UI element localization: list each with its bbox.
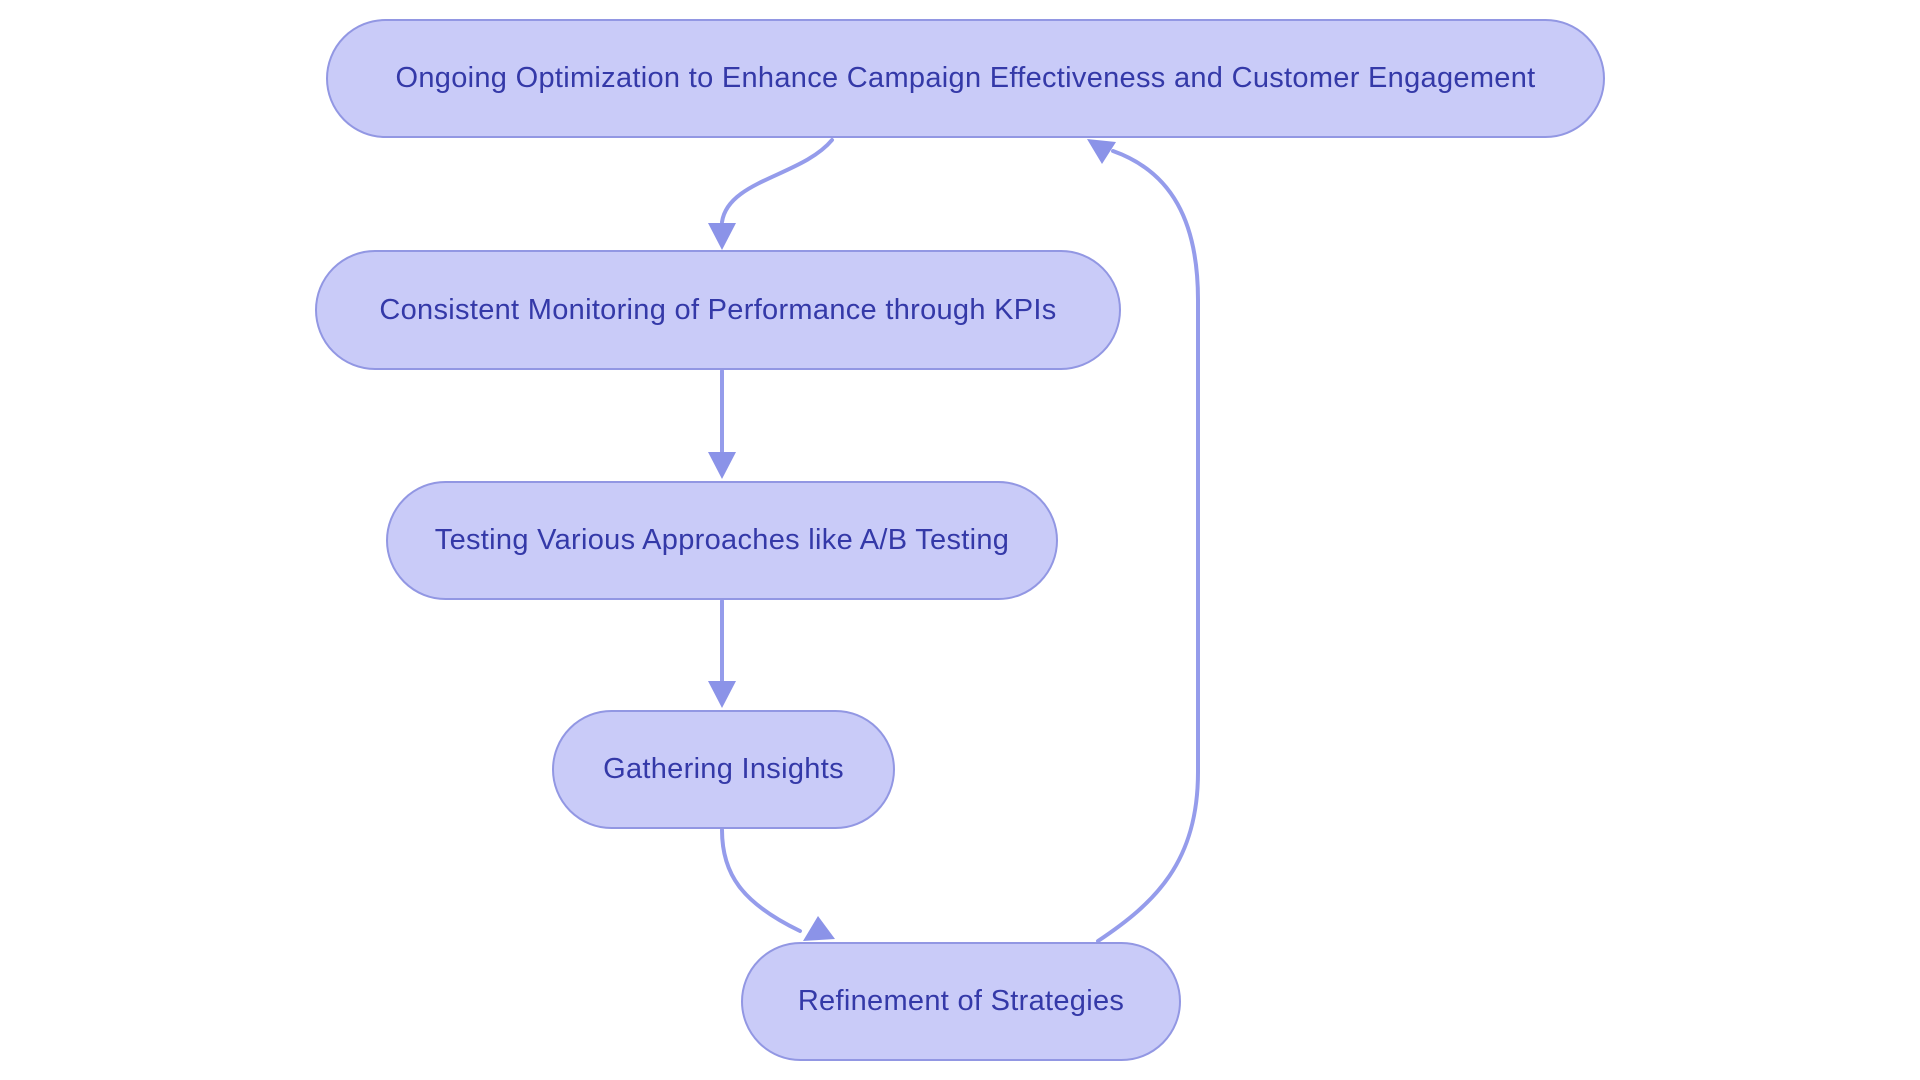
- edge-monitoring-to-testing-arrowhead: [708, 452, 736, 479]
- edge-insights-to-refinement-line: [720, 828, 802, 933]
- edge-optimization-to-monitoring-line: [720, 138, 834, 224]
- node-label: Testing Various Approaches like A/B Test…: [434, 524, 1010, 556]
- edge-testing-to-insights-arrowhead: [708, 681, 736, 708]
- node-refinement-strategies: Refinement of Strategies: [741, 942, 1181, 1061]
- edge-insights-to-refinement-arrowhead: [803, 916, 835, 941]
- node-label: Consistent Monitoring of Performance thr…: [379, 293, 1057, 326]
- node-label: Refinement of Strategies: [797, 985, 1125, 1017]
- edge-optimization-to-monitoring-arrowhead: [708, 223, 736, 250]
- node-label: Gathering Insights: [603, 753, 844, 785]
- edge-refinement-to-optimization-line: [1096, 149, 1200, 943]
- node-gathering-insights: Gathering Insights: [552, 710, 895, 829]
- node-testing-approaches: Testing Various Approaches like A/B Test…: [386, 481, 1058, 600]
- node-label: Ongoing Optimization to Enhance Campaign…: [395, 62, 1536, 94]
- node-consistent-monitoring: Consistent Monitoring of Performance thr…: [315, 250, 1121, 370]
- node-ongoing-optimization: Ongoing Optimization to Enhance Campaign…: [326, 19, 1605, 138]
- edge-refinement-to-optimization-arrowhead: [1087, 139, 1116, 164]
